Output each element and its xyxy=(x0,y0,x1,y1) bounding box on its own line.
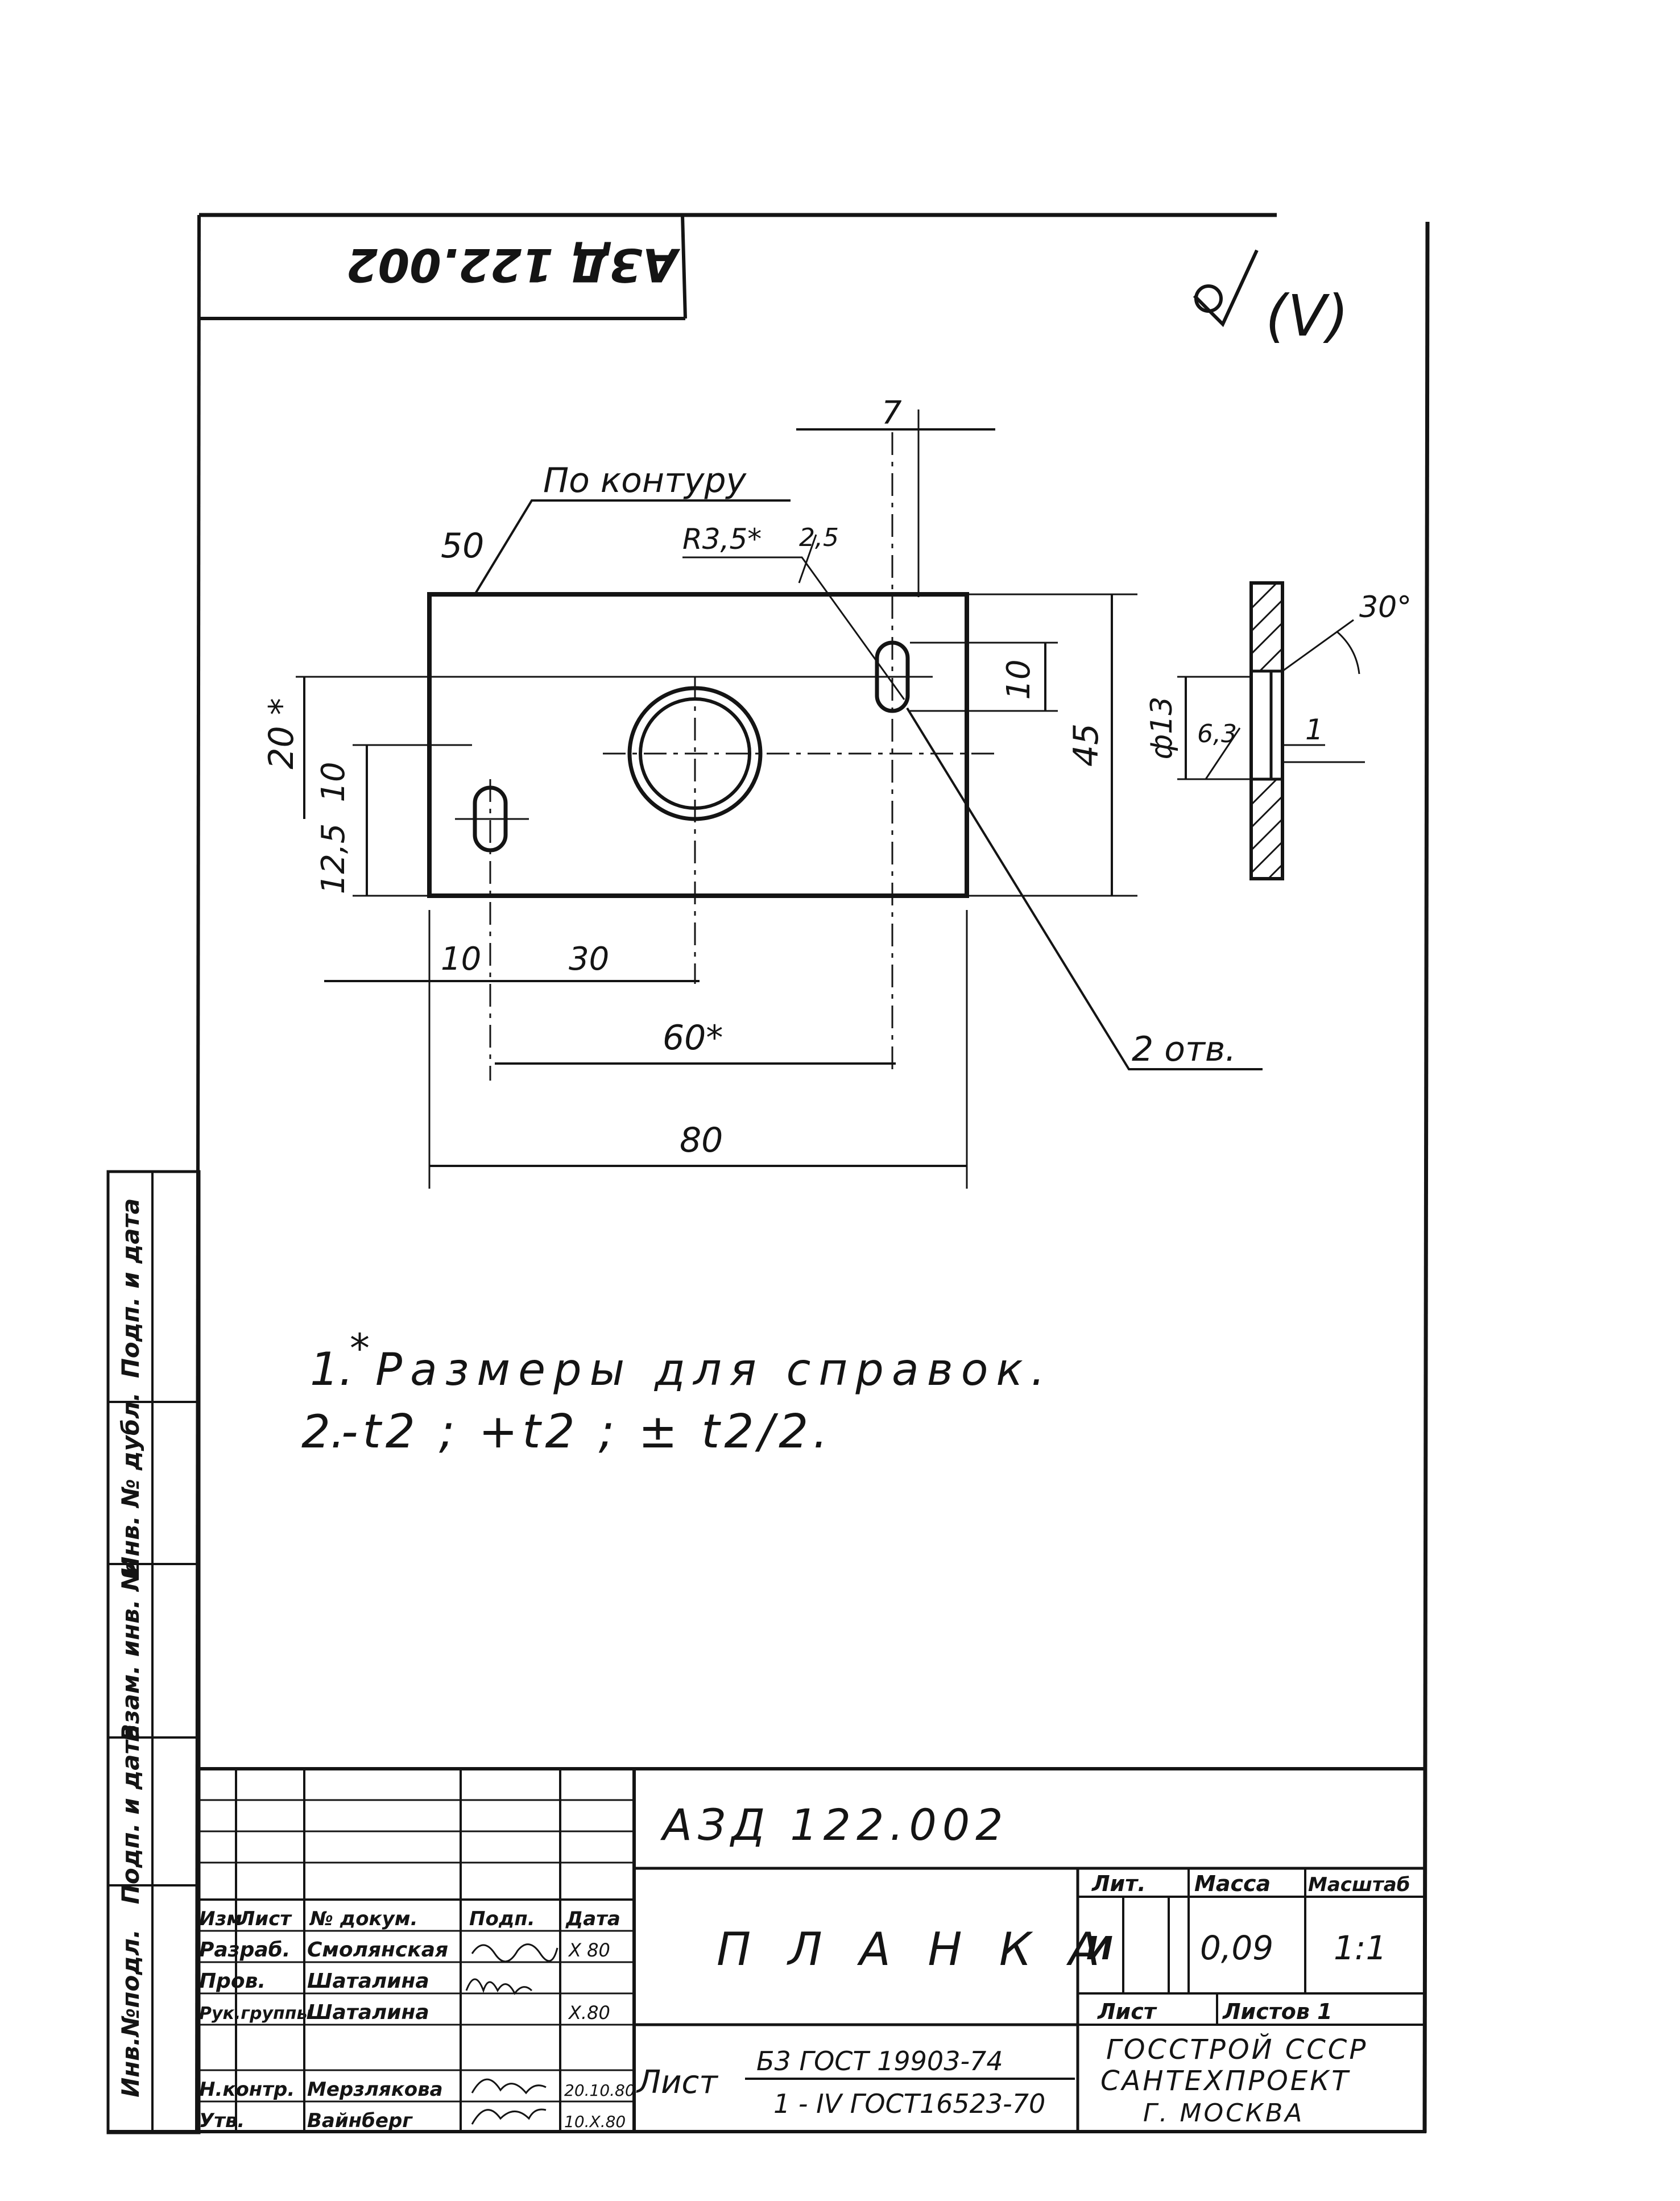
dim-1: 1 xyxy=(1305,713,1323,746)
contour-note: По контуру xyxy=(543,461,747,500)
col-doc: № докум. xyxy=(309,1908,418,1930)
strip-podp-data-1: Подп. и дата xyxy=(117,1724,144,1905)
title-block: АЗД 122.002 Изм Лист № докум. Подп. Дата… xyxy=(197,1767,1426,2133)
date-razrab: Х 80 xyxy=(568,1939,610,1961)
surface-finish-symbol: (V) xyxy=(1193,249,1348,349)
dim-12-5: 12,5 xyxy=(315,824,352,895)
note-2-number: 2. xyxy=(301,1405,345,1458)
dim-r25: 2,5 xyxy=(799,523,839,552)
plate-section-view: 30° ф13 6,3 1 xyxy=(1145,581,1412,880)
dimension-lines xyxy=(296,409,1263,1189)
signature-prov xyxy=(465,1978,533,1995)
dim-dia-13: ф13 xyxy=(1145,697,1179,760)
role-utv: Утв. xyxy=(199,2109,245,2132)
name-nkontr: Мерзлякова xyxy=(307,2078,443,2101)
mass-value: 0,09 xyxy=(1200,1929,1273,1967)
sheets-label: Листов 1 xyxy=(1222,1999,1333,2024)
note-1-text: Размеры для справок. xyxy=(375,1344,1053,1396)
dim-30: 30 xyxy=(569,941,609,978)
col-izm: Изм xyxy=(199,1908,242,1930)
material-label: Лист xyxy=(636,2064,718,2101)
dim-10-bottom: 10 xyxy=(441,941,481,978)
surface-finish-note: (V) xyxy=(1265,283,1348,349)
col-list: Лист xyxy=(238,1908,292,1930)
doc-code: АЗД 122.002 xyxy=(660,1799,1009,1850)
strip-inv-dubl: Инв. № дубл. xyxy=(117,1392,144,1577)
org-line-1: ГОССТРОЙ СССР xyxy=(1106,2033,1368,2066)
dim-30-deg: 30° xyxy=(1359,590,1412,624)
name-ruk: Шаталина xyxy=(307,2001,429,2024)
signature-nkontr xyxy=(471,2078,547,2095)
dim-7: 7 xyxy=(882,395,902,432)
dim-45: 45 xyxy=(1066,723,1106,767)
role-prov: Пров. xyxy=(199,1970,266,1993)
signature-razrab xyxy=(471,1943,558,1963)
strip-podp-data-2: Подп. и дата xyxy=(117,1198,144,1379)
lit-value: И xyxy=(1086,1930,1113,1967)
dim-50: 50 xyxy=(441,526,484,566)
notes: 1. * Размеры для справок. 2. -t2 ; +t2 ;… xyxy=(301,1325,1053,1459)
rotated-code: АЗД 122.002 xyxy=(346,238,681,291)
org-line-2: САНТЕХПРОЕКТ xyxy=(1100,2065,1351,2097)
role-nkontr: Н.контр. xyxy=(199,2078,295,2101)
date-nkontr: 20.10.80 xyxy=(564,2081,635,2100)
scale-value: 1:1 xyxy=(1334,1929,1387,1967)
signature-utv xyxy=(471,2108,547,2125)
role-razrab: Разраб. xyxy=(199,1938,290,1962)
note-1-number: 1. xyxy=(310,1343,353,1396)
mass-label: Масса xyxy=(1194,1871,1271,1896)
role-ruk: Рук.группы xyxy=(199,2004,312,2024)
sheet-label: Лист xyxy=(1097,1999,1157,2024)
dim-60: 60* xyxy=(663,1018,723,1058)
side-strip: Инв.№подл. Подп. и дата Взам. инв. № Инв… xyxy=(106,1170,201,2134)
name-razrab: Смолянская xyxy=(307,1938,448,1962)
dim-80: 80 xyxy=(680,1120,723,1160)
dim-r35: R3,5* xyxy=(682,523,762,556)
note-2-text: -t2 ; +t2 ; ± t2/2. xyxy=(341,1405,832,1459)
lit-label: Лит. xyxy=(1091,1871,1146,1896)
col-data: Дата xyxy=(565,1908,620,1930)
holes-note: 2 отв. xyxy=(1132,1029,1236,1069)
dim-10-slot: 10 xyxy=(1000,659,1037,700)
scale-label: Масштаб xyxy=(1308,1873,1410,1896)
part-name: П Л А Н К А xyxy=(717,1923,1111,1976)
name-utv: Вайнберг xyxy=(307,2109,413,2132)
strip-inv-podl: Инв.№подл. xyxy=(117,1929,144,2097)
name-prov: Шаталина xyxy=(307,1970,429,1993)
date-utv: 10.Х.80 xyxy=(564,2112,626,2131)
dim-6-3: 6,3 xyxy=(1197,719,1237,748)
note-1-star: * xyxy=(350,1325,370,1372)
date-ruk: Х.80 xyxy=(568,2002,610,2024)
frame xyxy=(108,213,1430,2133)
strip-vzam-inv: Взам. инв. № xyxy=(117,1562,144,1742)
rotated-code-box: АЗД 122.002 xyxy=(199,214,687,320)
org-line-3: Г. МОСКВА xyxy=(1143,2099,1304,2128)
col-podp: Подп. xyxy=(469,1908,535,1930)
dim-20: 20 * xyxy=(262,698,301,769)
material-bottom: 1 - IV ГОСТ16523-70 xyxy=(773,2088,1045,2119)
material-top: Б3 ГОСТ 19903-74 xyxy=(756,2046,1003,2076)
dim-10-left: 10 xyxy=(315,762,352,802)
